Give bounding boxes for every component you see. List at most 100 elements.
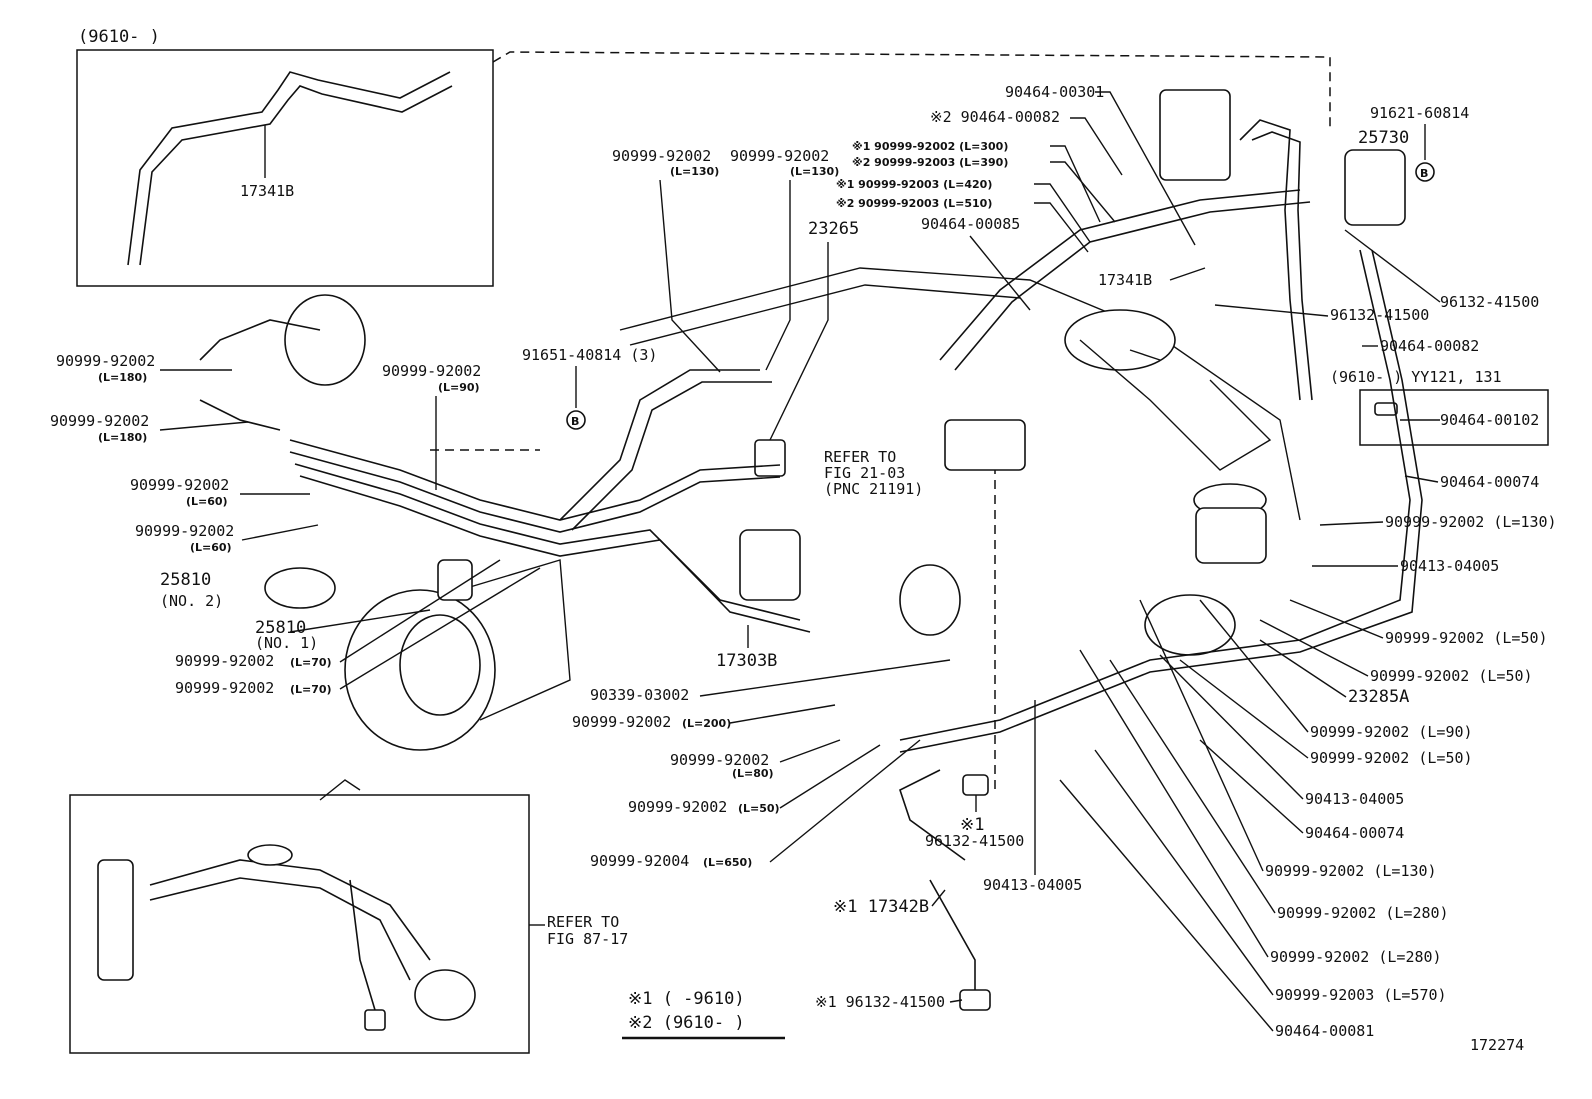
label-25810-no1: 25810 [255, 618, 306, 638]
label-23285a: 23285A [1348, 687, 1409, 707]
vacuum-tank [1144, 594, 1236, 656]
canister-left [284, 294, 366, 386]
label-90999-92002-l80-len: (L=80) [732, 767, 774, 780]
label-90999-92002-l70-a: 90999-92002 [175, 652, 274, 670]
label-90999-92002-l60-b-len: (L=60) [190, 541, 232, 554]
figure-number: 172274 [1470, 1036, 1524, 1054]
label-90999-92002-l130-b: 90999-92002 [730, 147, 829, 165]
leader [659, 179, 721, 373]
clamp-96132-mid [962, 774, 989, 796]
bvsv-valve [899, 564, 961, 636]
leader [1059, 779, 1274, 1032]
leader [1344, 229, 1441, 303]
leader [289, 609, 431, 633]
hose-bundle-1 [289, 439, 781, 521]
clip-90464-00102 [1374, 402, 1398, 416]
label-m2-90999-92003-l390: ※2 90999-92003 (L=390) [852, 156, 1008, 169]
inset-bottom-modulator [414, 969, 476, 1021]
inset-top-date: (9610- ) [78, 27, 160, 47]
leader [1070, 117, 1123, 176]
label-90999-92002-r-l50-c: 90999-92002 (L=50) [1310, 749, 1473, 767]
inset-bottom-bracket [97, 859, 134, 981]
refer-fig-21-03-line1: REFER TO [824, 448, 896, 466]
leader [765, 180, 791, 371]
label-m1-90999-92003-l420: ※1 90999-92003 (L=420) [836, 178, 992, 191]
hose-right-vert-b [1251, 131, 1313, 401]
label-90999-92002-r-l280-b: 90999-92002 (L=280) [1270, 948, 1442, 966]
label-90999-92002-l130-a: 90999-92002 [612, 147, 711, 165]
sensor-25810-no2 [264, 567, 336, 609]
inset-bottom-fitting [247, 844, 293, 866]
label-90999-92002-l180-b-len: (L=180) [98, 431, 147, 444]
throttle-body [1064, 309, 1176, 371]
leader [949, 999, 963, 1003]
hose-canister-a [199, 319, 321, 361]
label-91621-60814: 91621-60814 [1370, 104, 1469, 122]
clamp-96132-bottom [959, 989, 991, 1011]
label-90999-92002-l130-a-len: (L=130) [670, 165, 719, 178]
leader [1079, 649, 1269, 958]
label-90464-00074-a: 90464-00074 [1440, 473, 1539, 491]
label-25810-no1-sub: (NO. 1) [255, 634, 318, 652]
label-90999-92002-l180-a-len: (L=180) [98, 371, 147, 384]
hose-bundles [199, 119, 1423, 1011]
label-90413-04005-b: 90413-04005 [1305, 790, 1404, 808]
label-m1-90999-92002-l300: ※1 90999-92002 (L=300) [852, 140, 1008, 153]
leader [1289, 599, 1384, 639]
vsv-box [944, 419, 1026, 471]
engine-body: B B [264, 89, 1435, 751]
vsv-25730 [1344, 149, 1406, 226]
hose-17342b-b [929, 879, 976, 990]
leader [1139, 599, 1264, 872]
hose-top-a [939, 189, 1301, 361]
intake-pipe [459, 559, 571, 721]
refer-fig-21-03-line3: (PNC 21191) [824, 480, 923, 498]
label-96132-41500-c: 96132-41500 [925, 832, 1024, 850]
label-90999-92002-l60-a-len: (L=60) [186, 495, 228, 508]
leader [1050, 161, 1116, 223]
leader [1259, 639, 1347, 698]
air-cleaner-inner [399, 614, 481, 716]
leader [1034, 202, 1089, 253]
label-17303b: 17303B [716, 651, 777, 671]
label-25810-no2: 25810 [160, 570, 211, 590]
leader [1259, 619, 1369, 677]
leader [1319, 521, 1384, 526]
inset-bottom-hose-b [149, 877, 411, 981]
hose-bundle-2 [289, 451, 781, 533]
circle-marker-b-right [1415, 162, 1435, 182]
leader [1095, 91, 1196, 246]
inset-right-frame [1359, 389, 1549, 446]
refer-fig-21-03-line2: FIG 21-03 [824, 464, 905, 482]
inset-bottom-frame [69, 794, 530, 1054]
label-m1-17342b: ※1 17342B [833, 897, 929, 917]
label-90999-92002-l70-b: 90999-92002 [175, 679, 274, 697]
label-90464-00301: 90464-00301 [1005, 83, 1104, 101]
leader [779, 739, 841, 763]
label-m2-90999-92003-l510: ※2 90999-92003 (L=510) [836, 197, 992, 210]
label-90999-92002-l180-a: 90999-92002 [56, 352, 155, 370]
inset-bottom-hose-a [149, 859, 431, 961]
hose-canister-b [199, 399, 281, 431]
inset-bottom-refer-line1: REFER TO [547, 913, 619, 931]
leader [339, 559, 501, 663]
label-90999-92002-l90: 90999-92002 [382, 362, 481, 380]
engine-top-edge [619, 267, 1301, 521]
leader [769, 739, 921, 863]
label-91651-40814: 91651-40814 (3) [522, 346, 657, 364]
label-m2-90464-00082: ※2 90464-00082 [930, 108, 1060, 126]
vsv-top-right [1159, 89, 1231, 181]
inset-bottom-hose-c [349, 879, 376, 1011]
hose-long-right-a [899, 249, 1411, 741]
label-90999-92002-l50-c-len: (L=50) [738, 802, 780, 815]
leader [1109, 659, 1276, 914]
leader [769, 242, 829, 441]
inset-right: (9610- ) YY121, 131 90464-00102 [1330, 368, 1549, 446]
hose-17341b-outline-b [139, 85, 453, 266]
leader [159, 421, 249, 431]
legend-line2: ※2 (9610- ) [628, 1013, 745, 1033]
inset-top-frame [76, 49, 494, 287]
top-right-labels: ※1 90999-92002 (L=300) ※2 90999-92003 (L… [836, 83, 1539, 355]
hose-segment [1129, 349, 1161, 361]
